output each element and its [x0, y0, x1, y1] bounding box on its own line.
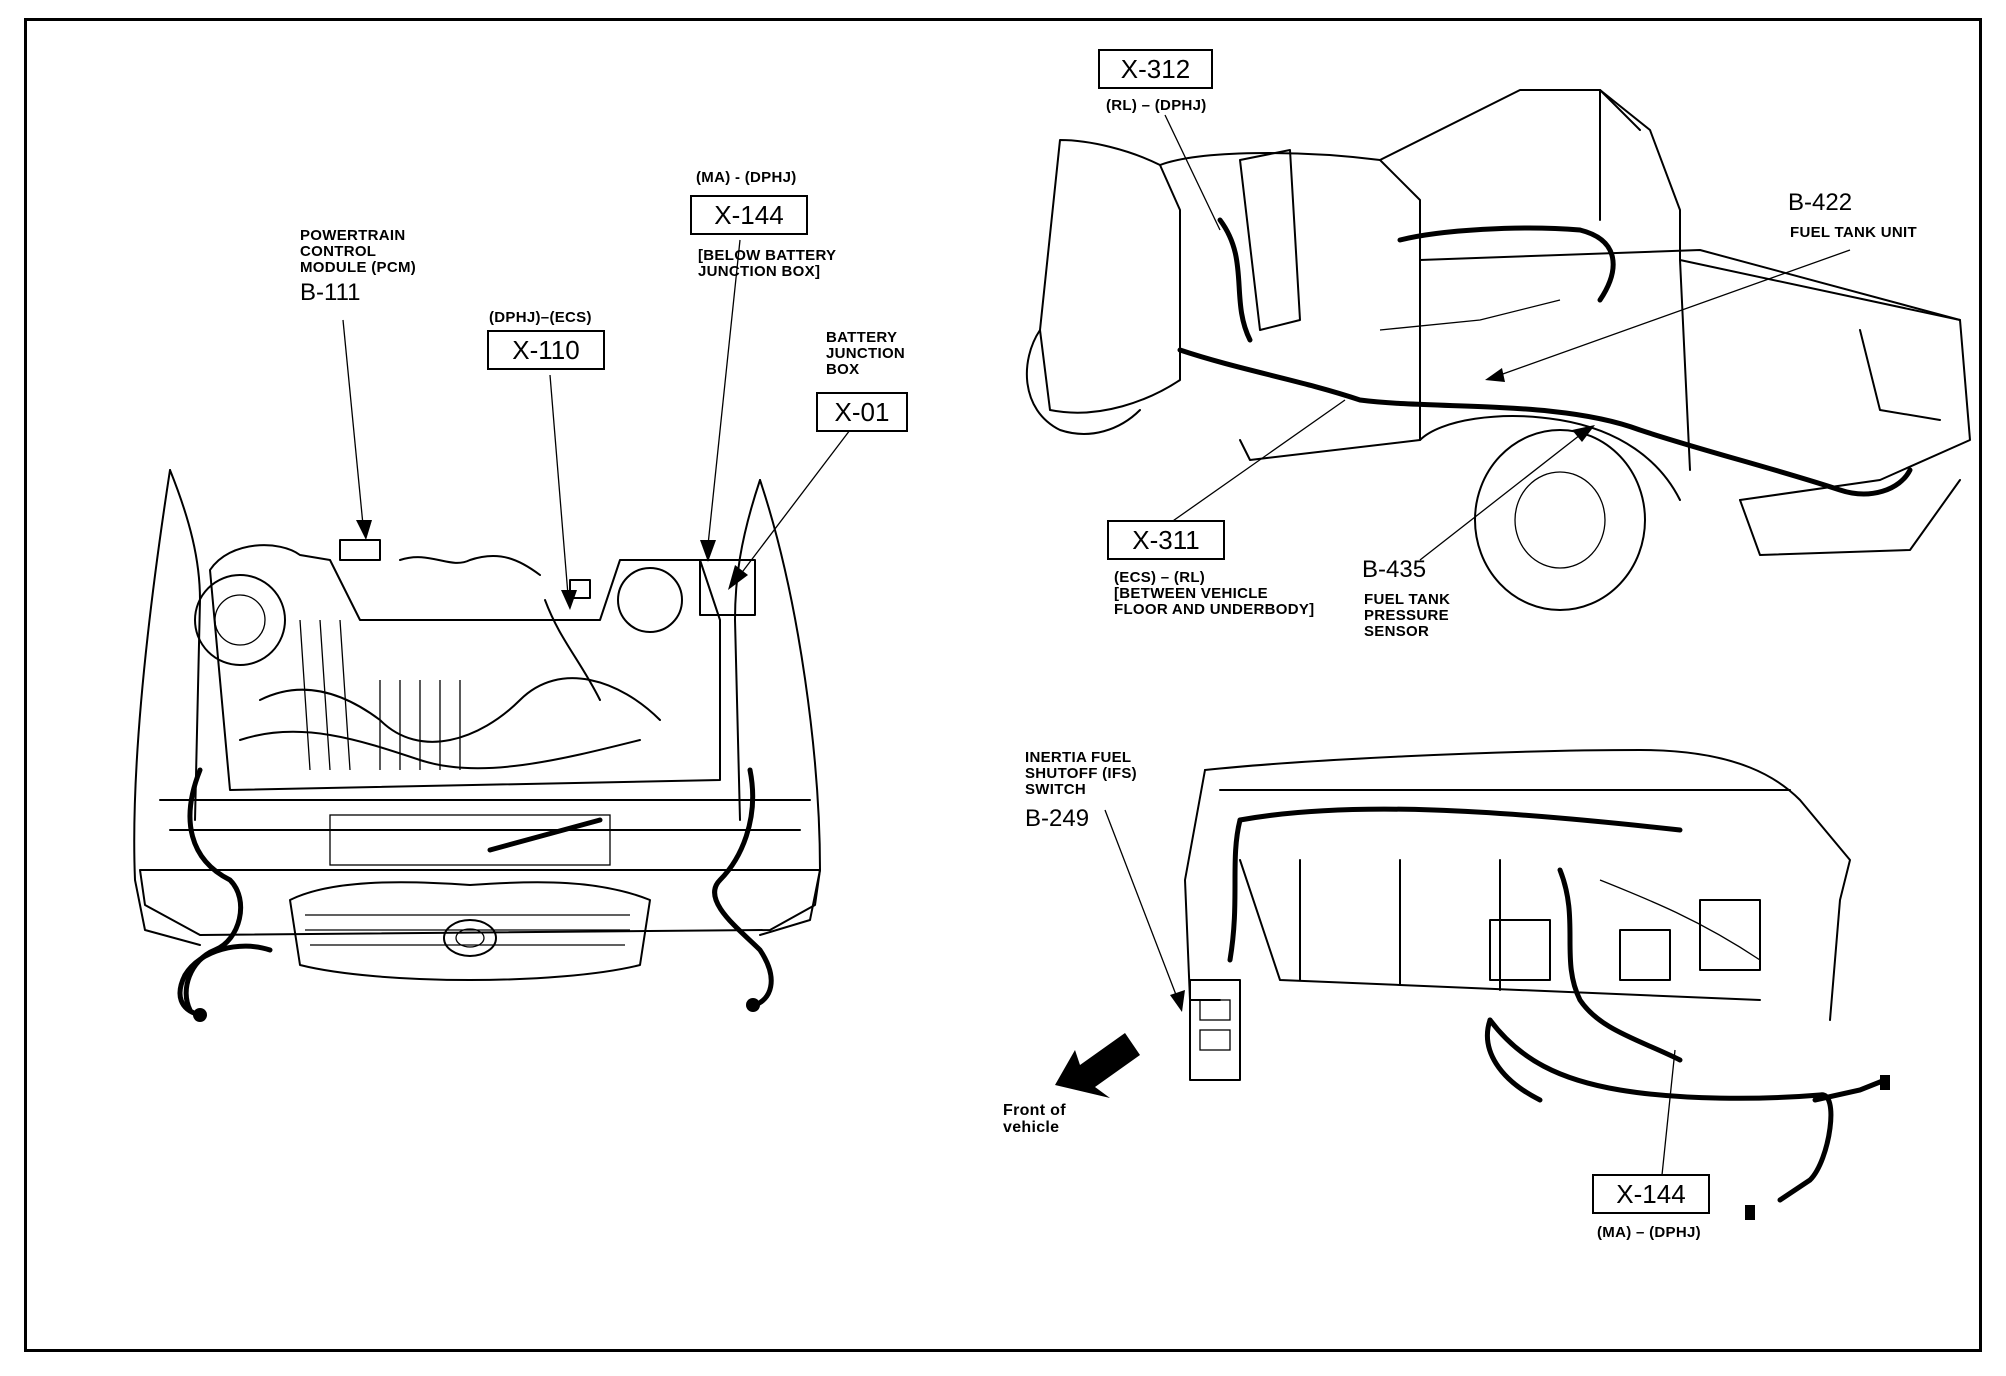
x144-engine-box: X-144	[690, 195, 808, 235]
front-direction-arrow	[1055, 1033, 1140, 1098]
b249-code: B-249	[1025, 805, 1090, 832]
engine-bay-drawing	[133, 469, 821, 1022]
pcm-label: POWERTRAIN CONTROL MODULE (PCM)	[300, 227, 417, 276]
b111-code: B-111	[300, 279, 361, 306]
engine-leader-lines	[342, 239, 851, 610]
x110-note: (DPHJ)–(ECS)	[489, 309, 592, 326]
x312-note: (RL) – (DPHJ)	[1106, 97, 1207, 114]
diagram-border	[24, 18, 1982, 1352]
ifs-label: INERTIA FUEL SHUTOFF (IFS) SWITCH	[1025, 749, 1137, 798]
x312-box: X-312	[1098, 49, 1213, 89]
truck-leader-lines	[1159, 114, 1851, 561]
x144-engine-location: [BELOW BATTERY JUNCTION BOX]	[698, 247, 837, 280]
x311-box: X-311	[1107, 520, 1225, 560]
x144-engine-note: (MA) - (DPHJ)	[696, 169, 797, 186]
x110-box: X-110	[487, 330, 605, 370]
x311-note: (ECS) – (RL) [BETWEEN VEHICLE FLOOR AND …	[1114, 569, 1315, 618]
front-of-vehicle-label: Front of vehicle	[1003, 1102, 1066, 1136]
b422-label: FUEL TANK UNIT	[1790, 224, 1917, 241]
b422-code: B-422	[1788, 189, 1853, 216]
instrument-panel-drawing	[1184, 749, 1890, 1220]
x01-box: X-01	[816, 392, 908, 432]
b435-label: FUEL TANK PRESSURE SENSOR	[1364, 591, 1451, 640]
bjb-label: BATTERY JUNCTION BOX	[826, 329, 906, 378]
dash-leader-lines	[1104, 809, 1676, 1176]
b435-code: B-435	[1362, 556, 1427, 583]
pickup-truck-drawing	[1025, 89, 1971, 611]
x144-dash-note: (MA) – (DPHJ)	[1597, 1224, 1701, 1241]
x144-dash-box: X-144	[1592, 1174, 1710, 1214]
